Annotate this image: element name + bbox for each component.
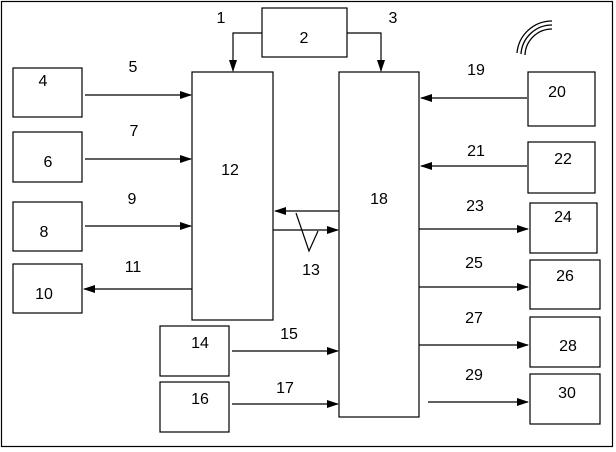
connector-27-label: 27 (465, 310, 483, 327)
block-10: 10 (12, 263, 83, 314)
block-30: 30 (529, 373, 601, 425)
connector-23-label: 23 (466, 198, 484, 215)
block-28-label: 28 (559, 338, 577, 355)
block-18-label: 18 (370, 191, 388, 208)
block-12: 12 (191, 71, 274, 321)
block-2: 2 (261, 7, 348, 58)
connector-21-label: 21 (467, 143, 485, 160)
block-26-label: 26 (556, 268, 574, 285)
connector-13-leader (295, 212, 319, 253)
connector-25-label: 25 (465, 255, 483, 272)
connector-17-label: 17 (276, 380, 294, 397)
block-26: 26 (529, 259, 601, 310)
wireless-signal-icon (516, 20, 553, 56)
block-18: 18 (338, 71, 420, 418)
connector-1-label: 1 (217, 10, 226, 27)
connector-19-label: 19 (467, 62, 485, 79)
connector-11-label: 11 (125, 259, 142, 276)
block-4-label: 4 (39, 73, 48, 90)
block-10-label: 10 (35, 286, 53, 303)
connector-9-label: 9 (128, 191, 137, 208)
block-8-label: 8 (40, 224, 49, 241)
block-22: 22 (527, 141, 596, 194)
block-24: 24 (529, 202, 598, 254)
block-20: 20 (527, 71, 596, 127)
connector-5-label: 5 (129, 59, 138, 76)
connector-15-label: 15 (280, 326, 298, 343)
block-16-label: 16 (191, 391, 209, 408)
block-4: 4 (12, 67, 83, 118)
block-20-label: 20 (548, 84, 566, 101)
block-6: 6 (12, 131, 83, 183)
connector-7-label: 7 (130, 123, 139, 140)
block-8: 8 (12, 201, 83, 252)
connector-3-label: 3 (389, 10, 398, 27)
block-14: 14 (159, 325, 230, 377)
block-22-label: 22 (554, 151, 572, 168)
connector-1-line (229, 32, 262, 72)
block-6-label: 6 (44, 154, 53, 171)
block-24-label: 24 (554, 209, 572, 226)
block-14-label: 14 (191, 335, 209, 352)
block-2-label: 2 (300, 30, 309, 47)
block-16: 16 (159, 381, 230, 433)
connector-29-label: 29 (465, 367, 483, 384)
block-12-label: 12 (221, 162, 239, 179)
block-30-label: 30 (558, 385, 576, 402)
block-28: 28 (529, 316, 601, 368)
connector-13-label: 13 (302, 262, 320, 279)
connector-3-line (347, 32, 385, 72)
